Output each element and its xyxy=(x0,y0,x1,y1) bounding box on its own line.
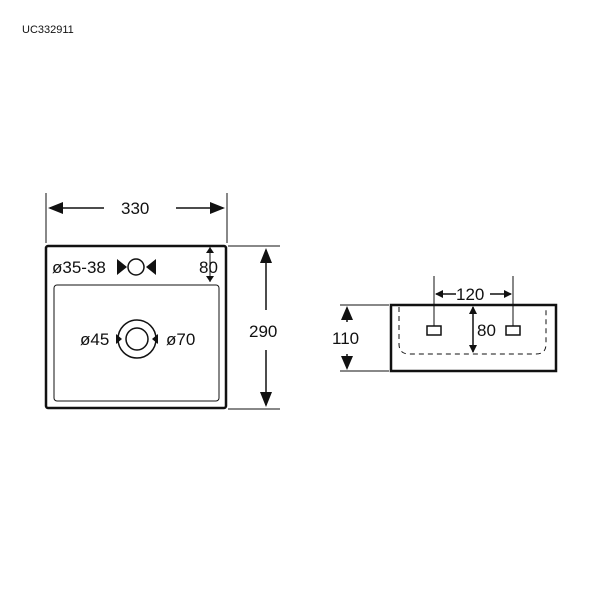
width-label: 330 xyxy=(121,199,149,218)
side-body-outline xyxy=(389,303,558,373)
fixing-height-arrow-top xyxy=(469,306,477,314)
fixing-arrow-left xyxy=(435,290,443,298)
depth-arrow-bottom xyxy=(260,392,272,407)
product-code: UC332911 xyxy=(22,24,74,36)
tap-offset-arrow-top xyxy=(206,247,214,253)
depth-arrow-top xyxy=(260,248,272,263)
fixing-slot-right xyxy=(505,325,521,336)
drain xyxy=(116,319,158,359)
fixing-arrow-right xyxy=(504,290,512,298)
tap-hole xyxy=(117,258,156,276)
fixing-height-arrow-bottom xyxy=(469,345,477,353)
drain-inner-diameter-label: ø45 xyxy=(80,330,109,349)
tap-hole-diameter-label: ø35-38 xyxy=(52,258,106,277)
height-arrow-bottom xyxy=(341,356,353,370)
tap-hole-marker-right xyxy=(146,259,156,275)
side-bowl-hidden-line xyxy=(398,307,547,355)
width-arrow-left xyxy=(48,202,63,214)
depth-label: 290 xyxy=(249,322,277,341)
drain-marker-left xyxy=(116,334,122,344)
height-label: 110 xyxy=(332,329,359,348)
drain-marker-right xyxy=(152,334,158,344)
width-arrow-right xyxy=(210,202,225,214)
basin-outer-outline xyxy=(44,244,228,410)
top-view: ø35-38 80 ø45 ø70 330 290 xyxy=(44,193,280,410)
drain-outer-diameter-label: ø70 xyxy=(166,330,195,349)
fixing-spacing-label: 120 xyxy=(456,285,484,304)
fixing-slot-left xyxy=(426,325,442,336)
tap-offset-arrow-bottom xyxy=(206,276,214,282)
height-arrow-top xyxy=(341,306,353,320)
tap-offset-label: 80 xyxy=(199,258,218,277)
side-view: 120 80 110 xyxy=(332,276,558,373)
tap-hole-marker-left xyxy=(117,259,127,275)
basin-inner-outline xyxy=(53,284,220,402)
fixing-height-label: 80 xyxy=(477,321,496,340)
